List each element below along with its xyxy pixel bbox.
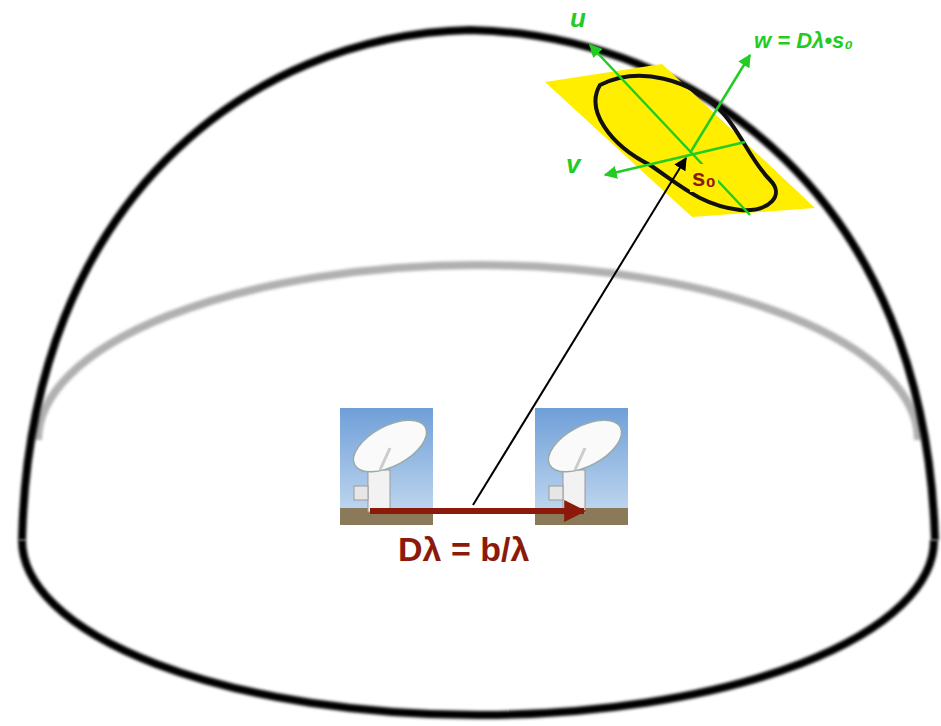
celestial-dome — [22, 30, 935, 540]
baseline-vector — [370, 508, 584, 514]
axis-label: v — [566, 150, 580, 180]
antenna-picture — [340, 408, 435, 525]
w-axis — [690, 55, 750, 153]
baseline-label: Dλ = b/λ — [398, 530, 529, 569]
v-axis — [605, 142, 745, 175]
u-axis — [590, 45, 750, 215]
pointing-vector — [473, 158, 686, 505]
phase-centre-label: s₀ — [690, 164, 718, 192]
latitude-circle — [38, 265, 918, 440]
axis-label: u — [570, 4, 586, 34]
antenna-picture — [535, 408, 630, 525]
source-outline — [596, 76, 776, 210]
axis-label: w = Dλ•s₀ — [754, 28, 853, 53]
